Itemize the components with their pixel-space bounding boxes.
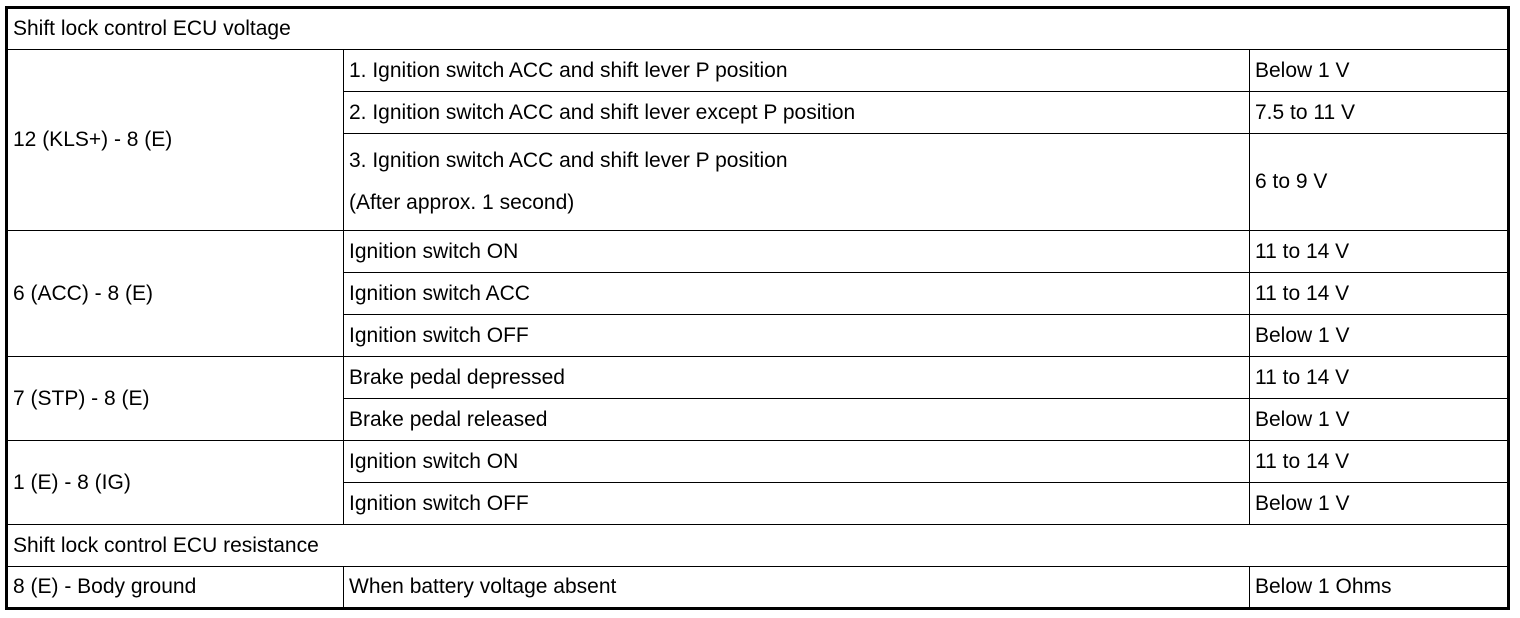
table-row: 8 (E) - Body ground When battery voltage… [6,566,1509,609]
spec-table-container: Shift lock control ECU voltage 12 (KLS+)… [5,6,1510,610]
table-row: 6 (ACC) - 8 (E) Ignition switch ON 11 to… [6,230,1509,357]
condition-cell: Ignition switch ON [343,440,1250,483]
condition-cell: Brake pedal released [343,398,1250,441]
condition-note: (After approx. 1 second) [349,191,575,214]
section-header-row: Shift lock control ECU resistance [6,524,1509,567]
table-row: 12 (KLS+) - 8 (E) 1. Ignition switch ACC… [6,49,1509,231]
terminal-cell: 6 (ACC) - 8 (E) [6,230,344,357]
spec-cell: 11 to 14 V [1249,356,1509,399]
spec-cell: 11 to 14 V [1249,440,1509,483]
spec-cell: 7.5 to 11 V [1249,91,1509,134]
spec-cell: Below 1 Ohms [1249,566,1509,609]
condition-cell: 3. Ignition switch ACC and shift lever P… [343,133,1250,231]
table-row: 1 (E) - 8 (IG) Ignition switch ON 11 to … [6,440,1509,525]
terminal-cell: 1 (E) - 8 (IG) [6,440,344,525]
terminal-cell: 12 (KLS+) - 8 (E) [6,49,344,231]
condition-cell: 1. Ignition switch ACC and shift lever P… [343,49,1250,92]
spec-cell: 11 to 14 V [1249,230,1509,273]
condition-cell: Ignition switch ACC [343,272,1250,315]
condition-cell: Ignition switch OFF [343,482,1250,525]
table-row: Ignition switch OFF Below 1 V [7,482,1509,525]
condition-text: 3. Ignition switch ACC and shift lever P… [349,149,788,172]
section-header-row: Shift lock control ECU voltage [6,7,1509,50]
table-row: 2. Ignition switch ACC and shift lever e… [7,91,1509,134]
condition-cell: Ignition switch ON [343,230,1250,273]
table-row: 7 (STP) - 8 (E) Brake pedal depressed 11… [6,356,1509,441]
ecu-spec-table: Shift lock control ECU voltage 12 (KLS+)… [5,6,1510,610]
table-row: Ignition switch ACC 11 to 14 V [7,272,1509,315]
condition-cell: Ignition switch OFF [343,314,1250,357]
table-row: 3. Ignition switch ACC and shift lever P… [7,133,1509,231]
spec-cell: 6 to 9 V [1249,133,1509,231]
table-row: Ignition switch OFF Below 1 V [7,314,1509,357]
spec-cell: Below 1 V [1249,49,1509,92]
terminal-cell: 7 (STP) - 8 (E) [6,356,344,441]
spec-cell: Below 1 V [1249,482,1509,525]
condition-cell: When battery voltage absent [343,566,1250,609]
spec-cell: 11 to 14 V [1249,272,1509,315]
section-header-resistance: Shift lock control ECU resistance [6,524,1509,567]
condition-cell: 2. Ignition switch ACC and shift lever e… [343,91,1250,134]
condition-cell: Brake pedal depressed [343,356,1250,399]
spec-cell: Below 1 V [1249,398,1509,441]
spec-cell: Below 1 V [1249,314,1509,357]
terminal-cell: 8 (E) - Body ground [6,566,344,609]
section-header-voltage: Shift lock control ECU voltage [6,7,1509,50]
